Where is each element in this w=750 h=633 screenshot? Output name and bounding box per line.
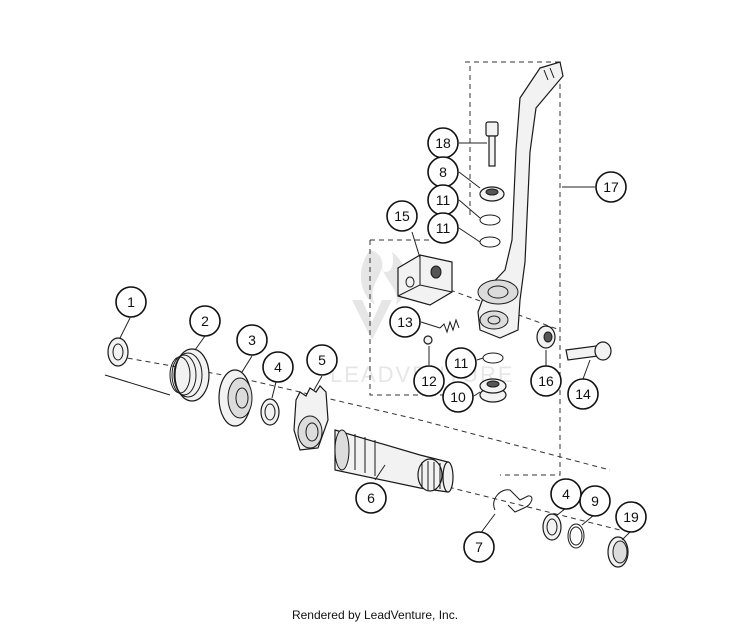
callout-11-upper-b: 11 xyxy=(427,212,459,244)
callout-8: 8 xyxy=(427,156,459,188)
part-clamp-15 xyxy=(397,254,453,306)
callout-16: 16 xyxy=(530,365,562,397)
part-washer-4 xyxy=(260,398,280,426)
svg-text:12: 12 xyxy=(421,373,437,389)
svg-text:6: 6 xyxy=(367,490,375,506)
part-bushing-19 xyxy=(607,536,629,568)
part-gear-5 xyxy=(293,385,329,451)
part-lever-17 xyxy=(477,61,564,339)
svg-text:8: 8 xyxy=(439,164,447,180)
part-clip-7 xyxy=(493,489,533,513)
part-bushing-8 xyxy=(479,186,505,202)
svg-text:11: 11 xyxy=(436,220,451,236)
svg-text:17: 17 xyxy=(603,179,619,195)
footer-credit: Rendered by LeadVenture, Inc. xyxy=(291,608,459,622)
svg-text:11: 11 xyxy=(454,355,469,371)
svg-text:2: 2 xyxy=(201,313,209,329)
part-bolt-18 xyxy=(485,121,499,167)
part-bushing-10 xyxy=(479,378,507,403)
svg-text:10: 10 xyxy=(450,389,466,405)
svg-text:19: 19 xyxy=(623,509,639,525)
callout-11-lower: 11 xyxy=(445,347,477,379)
part-ball-12 xyxy=(423,335,433,345)
part-shaft-6 xyxy=(334,429,454,493)
part-guide-3 xyxy=(218,369,253,427)
svg-text:3: 3 xyxy=(248,332,256,348)
callout-11-upper-a: 11 xyxy=(427,184,459,216)
callout-17: 17 xyxy=(595,171,627,203)
svg-text:14: 14 xyxy=(575,386,591,402)
part-oring-11b xyxy=(479,236,501,248)
svg-text:15: 15 xyxy=(394,208,410,224)
svg-text:13: 13 xyxy=(397,314,413,330)
svg-text:4: 4 xyxy=(562,486,570,502)
part-washer-1 xyxy=(107,337,129,367)
svg-text:4: 4 xyxy=(274,359,282,375)
svg-text:16: 16 xyxy=(538,373,554,389)
part-washer-4b xyxy=(542,513,562,541)
leader-lines xyxy=(119,142,631,541)
callout-13: 13 xyxy=(389,306,421,338)
callout-6: 6 xyxy=(355,482,387,514)
svg-text:9: 9 xyxy=(591,493,599,509)
callout-9: 9 xyxy=(579,485,611,517)
callout-12: 12 xyxy=(413,365,445,397)
svg-text:18: 18 xyxy=(435,135,451,151)
part-spring-2 xyxy=(104,348,210,402)
svg-text:5: 5 xyxy=(318,352,326,368)
callout-4: 4 xyxy=(262,351,294,383)
callout-14: 14 xyxy=(567,378,599,410)
part-oring-11a xyxy=(479,214,501,226)
part-ring-9 xyxy=(567,523,585,549)
callout-15: 15 xyxy=(386,200,418,232)
callout-2: 2 xyxy=(189,305,221,337)
callout-7: 7 xyxy=(463,531,495,563)
svg-text:1: 1 xyxy=(127,294,135,310)
svg-text:11: 11 xyxy=(436,192,451,208)
callout-10: 10 xyxy=(442,381,474,413)
callout-5: 5 xyxy=(306,344,338,376)
callout-1: 1 xyxy=(115,286,147,318)
part-spring-13 xyxy=(439,318,460,334)
callout-18: 18 xyxy=(427,127,459,159)
callouts: 1 2 3 4 5 18 8 11 11 15 17 13 12 11 10 1… xyxy=(115,127,647,563)
part-bolt-14 xyxy=(565,341,612,361)
callout-4-lower: 4 xyxy=(550,478,582,510)
svg-text:7: 7 xyxy=(475,539,483,555)
callout-19: 19 xyxy=(615,501,647,533)
part-washer-16 xyxy=(536,325,556,349)
callout-3: 3 xyxy=(236,324,268,356)
